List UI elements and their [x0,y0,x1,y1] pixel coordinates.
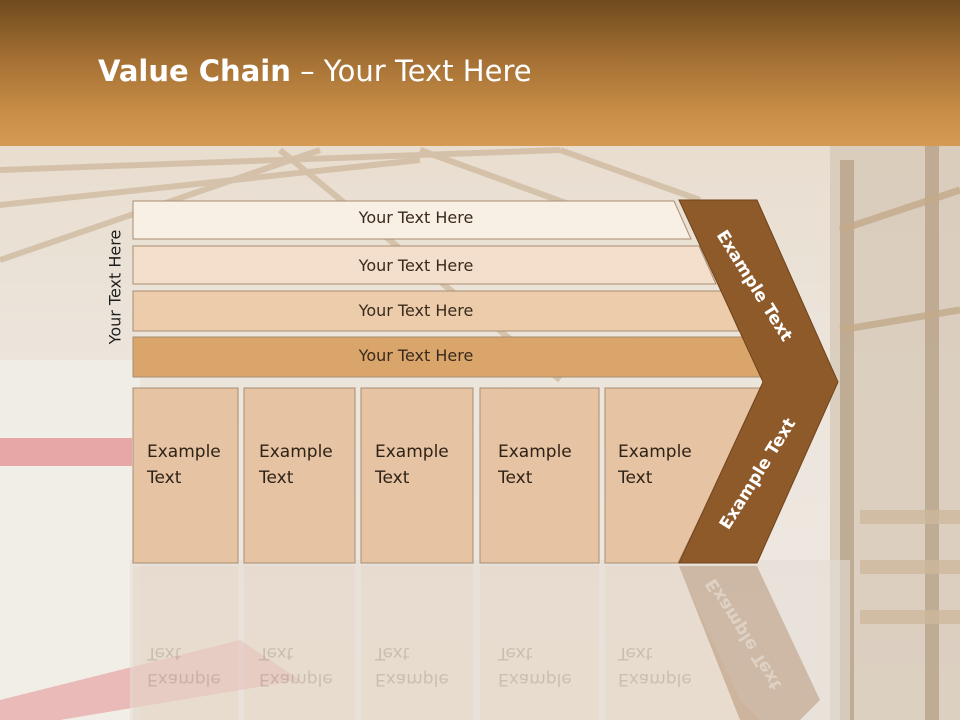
column-reflection-label-1: Example Text [147,643,221,689]
column-reflection-label-3: Example Text [375,643,449,689]
chevron-reflection [679,566,820,720]
chevron-shape[interactable] [678,199,839,564]
column-shape-4[interactable] [479,387,600,564]
column-reflection-label-5: Example Text [618,643,692,689]
slide-title: Value Chain – Your Text Here [98,54,532,88]
column-reflection-2 [244,566,355,720]
bar-shape-1[interactable] [132,200,692,240]
column-label-4: Example Text [498,442,572,488]
bar-label-4: Your Text Here [358,346,474,365]
column-shape-1[interactable] [132,387,239,564]
column-label-1: Example Text [147,442,221,488]
header-band [0,0,960,146]
column-shape-3[interactable] [360,387,474,564]
column-reflection-1 [133,566,238,720]
column-reflection-4 [480,566,599,720]
column-label-3: Example Text [375,442,449,488]
column-reflection-3 [361,566,473,720]
side-label-text: Your Text Here [105,229,125,345]
bar-label-2: Your Text Here [358,256,474,275]
title-rest: – Your Text Here [290,54,532,88]
column-label-5: Example Text [618,442,692,488]
column-shape-2[interactable] [243,387,356,564]
column-reflection-label-2: Example Text [259,643,333,689]
bar-shape-2[interactable] [132,245,717,285]
column-label-2: Example Text [259,442,333,488]
bar-label-3: Your Text Here [358,301,474,320]
title-bold: Value Chain [98,54,291,88]
bar-label-1: Your Text Here [358,208,474,227]
column-reflection-5 [605,566,760,720]
column-reflection-label-4: Example Text [498,643,572,689]
